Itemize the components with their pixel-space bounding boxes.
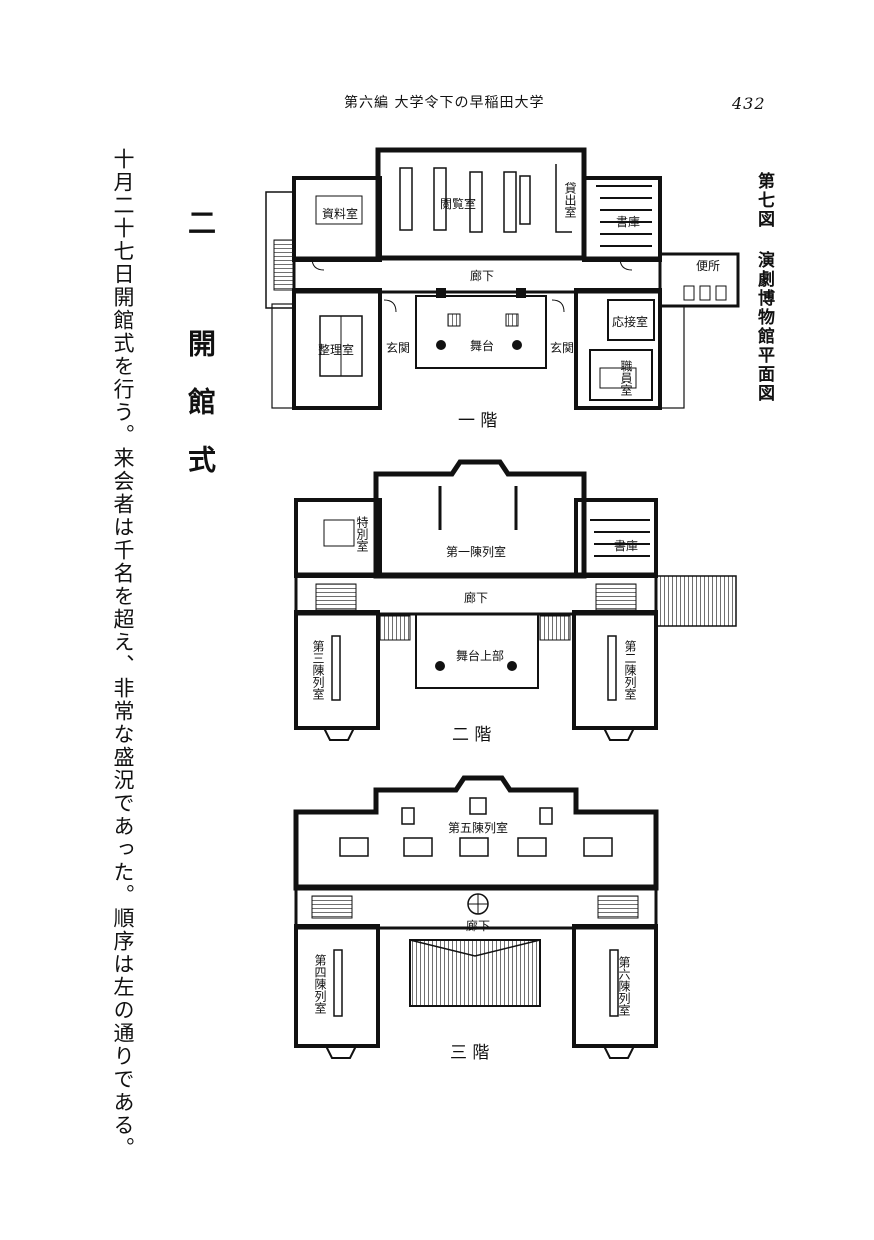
room-shoko-2: 書庫 <box>614 539 638 553</box>
room-shiryo: 資料室 <box>322 206 358 221</box>
room-chinretsu3: 第三陳列室 <box>311 640 325 700</box>
running-title: 第六編 大学令下の早稲田大学 <box>344 95 545 111</box>
first-floor-labels: 資料室 閲覧室 貸出室 書庫 便所 廊下 整理室 玄関 舞台 玄関 応接室 職員… <box>318 181 720 431</box>
first-floor-pillars <box>436 288 526 350</box>
floor-label-1: 一 階 <box>458 411 497 431</box>
room-chinretsu2: 第二陳列室 <box>623 640 637 700</box>
second-floor-plan <box>294 459 737 741</box>
room-genkan-left: 玄関 <box>386 340 410 355</box>
room-benjo: 便所 <box>696 259 720 273</box>
room-butai-jobu: 舞台上部 <box>456 648 504 663</box>
room-seiri: 整理室 <box>318 342 354 357</box>
room-genkan-right: 玄関 <box>550 340 574 355</box>
room-chinretsu4: 第四陳列室 <box>313 954 327 1014</box>
room-chinretsu6: 第六陳列室 <box>617 956 631 1016</box>
room-roka-1: 廊下 <box>470 268 494 283</box>
third-floor-plan <box>293 775 659 1059</box>
body-text: 十月二十七日開館式を行う。来会者は千名を超え、非常な盛況であった。順序は左の通り… <box>111 148 135 1160</box>
room-etsuran: 閲覧室 <box>440 196 476 211</box>
room-osetsu: 応接室 <box>612 314 648 329</box>
page-number: 432 <box>732 94 766 113</box>
second-floor-pillars <box>435 661 517 671</box>
room-chinretsu5: 第五陳列室 <box>448 820 508 835</box>
second-floor-labels: 特別室 第一陳列室 書庫 廊下 第三陳列室 舞台上部 第二陳列室 二 階 <box>311 515 638 745</box>
section-heading: 二 開館式 <box>184 208 217 503</box>
room-chinretsu1: 第一陳列室 <box>446 544 506 559</box>
figure-caption: 第七図 演劇博物館平面図 <box>754 172 774 403</box>
floor-label-3: 三 階 <box>450 1043 489 1063</box>
room-roka-2: 廊下 <box>464 590 488 605</box>
room-roka-3: 廊下 <box>466 918 490 933</box>
first-floor-plan <box>265 147 740 410</box>
room-kashidashi: 貸出室 <box>563 181 577 218</box>
room-shokuin: 職員室 <box>619 360 633 396</box>
room-tokubetsu: 特別室 <box>355 515 369 552</box>
room-shoko-1: 書庫 <box>616 215 640 229</box>
third-floor-labels: 第五陳列室 廊下 第四陳列室 第六陳列室 三 階 <box>313 820 631 1063</box>
floor-label-2: 二 階 <box>452 725 491 745</box>
room-butai: 舞台 <box>470 338 494 353</box>
